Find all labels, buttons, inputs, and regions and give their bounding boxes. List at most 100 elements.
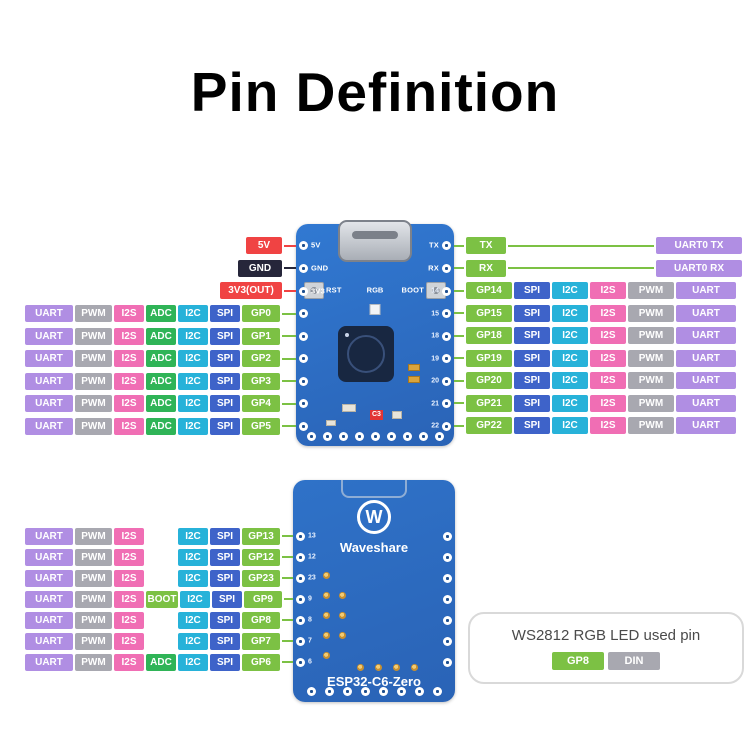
- gp-badge: GP8: [552, 651, 604, 670]
- usb-slot: [352, 231, 398, 239]
- pin-pad: [442, 286, 451, 296]
- pwm-badge: PWM: [628, 304, 674, 322]
- gpio-badge: GP13: [242, 527, 280, 545]
- pin-number: 6: [308, 658, 312, 666]
- tx-silkscreen: TX: [429, 240, 439, 250]
- pin-number: 9: [308, 595, 312, 603]
- test-point: [339, 592, 346, 599]
- test-point: [323, 572, 330, 579]
- i2c-badge: I2C: [178, 632, 208, 650]
- test-point: [393, 664, 400, 671]
- connector-line: [454, 334, 464, 337]
- spi-badge: SPI: [212, 590, 242, 608]
- pin-pad: [299, 354, 308, 363]
- connector-line: [454, 244, 464, 247]
- pwm-badge: PWM: [75, 548, 112, 566]
- pin-number: 23: [308, 574, 316, 582]
- connector-line: [508, 244, 654, 247]
- uart-badge: UART: [676, 349, 736, 367]
- test-point: [411, 664, 418, 671]
- uart-badge: UART: [25, 569, 73, 587]
- i2s-badge: I2S: [590, 394, 626, 412]
- component: [392, 411, 402, 419]
- pin-pad: [299, 286, 308, 296]
- i2c-badge: I2C: [178, 305, 208, 322]
- pin-pad: [296, 636, 305, 646]
- pin-pad: [443, 615, 452, 625]
- empty-slot: [146, 549, 176, 566]
- connector-line: [284, 289, 296, 292]
- pwm-badge: PWM: [75, 372, 112, 390]
- spi-badge: SPI: [210, 653, 240, 671]
- pwm-badge: PWM: [75, 632, 112, 650]
- pwm-badge: PWM: [75, 590, 112, 608]
- connector-line: [508, 267, 654, 269]
- spi-badge: SPI: [210, 395, 240, 412]
- uart-badge: UART: [25, 653, 73, 671]
- spi-badge: SPI: [514, 372, 550, 389]
- pin-pad: [386, 432, 396, 441]
- pin-pad: [378, 687, 388, 696]
- test-point: [323, 592, 330, 599]
- spi-badge: SPI: [210, 548, 240, 566]
- signal-badge: RX: [466, 259, 506, 277]
- pin-pad: [396, 687, 406, 696]
- pwm-badge: PWM: [75, 611, 112, 629]
- spi-badge: SPI: [514, 304, 550, 322]
- i2c-badge: I2C: [552, 304, 588, 322]
- gpio-badge: GP19: [466, 349, 512, 367]
- adc-badge: ADC: [146, 653, 176, 671]
- i2s-badge: I2S: [114, 632, 144, 650]
- gpio-badge: GP12: [242, 548, 280, 566]
- adc-badge: ADC: [146, 372, 176, 390]
- connector-line: [282, 619, 293, 621]
- spi-badge: SPI: [514, 394, 550, 412]
- i2c-badge: I2C: [178, 548, 208, 566]
- empty-slot: [146, 612, 176, 629]
- uart-badge: UART: [25, 527, 73, 545]
- spi-badge: SPI: [210, 527, 240, 545]
- i2c-badge: I2C: [180, 590, 210, 608]
- uart-badge: UART: [676, 417, 736, 434]
- pin-pad: [442, 263, 451, 273]
- pin-pad: [434, 432, 444, 441]
- pin-number: 19: [431, 355, 439, 362]
- boot-badge: BOOT: [146, 590, 178, 608]
- adc-badge: ADC: [146, 395, 176, 412]
- uart-badge: UART: [25, 305, 73, 322]
- esp32-c6-chip: [338, 326, 394, 382]
- pwm-badge: PWM: [75, 305, 112, 322]
- i2c-badge: I2C: [552, 394, 588, 412]
- i2s-badge: I2S: [114, 350, 144, 367]
- i2s-badge: I2S: [114, 569, 144, 587]
- pin-pad: [296, 594, 305, 604]
- i2s-badge: I2S: [114, 417, 144, 435]
- pin-number: 15: [431, 310, 439, 317]
- connector-line: [454, 424, 464, 427]
- pin-pad: [360, 687, 370, 696]
- signal-badge: TX: [466, 237, 506, 254]
- capacitor: [408, 364, 420, 371]
- model-text: ESP32-C6-Zero: [327, 674, 421, 689]
- connector-line: [282, 640, 293, 642]
- connector-line: [282, 425, 296, 427]
- pin-pad: [342, 687, 352, 696]
- gpio-badge: GP6: [242, 653, 280, 671]
- spi-badge: SPI: [210, 372, 240, 390]
- uart-badge: UART: [25, 417, 73, 435]
- pin-pad: [296, 657, 305, 667]
- connector-line: [454, 402, 464, 404]
- component: [326, 420, 336, 426]
- spi-badge: SPI: [210, 569, 240, 587]
- uart-badge: UART: [676, 282, 736, 299]
- note-text: WS2812 RGB LED used pin: [511, 626, 701, 644]
- gpio-badge: GP23: [242, 569, 280, 587]
